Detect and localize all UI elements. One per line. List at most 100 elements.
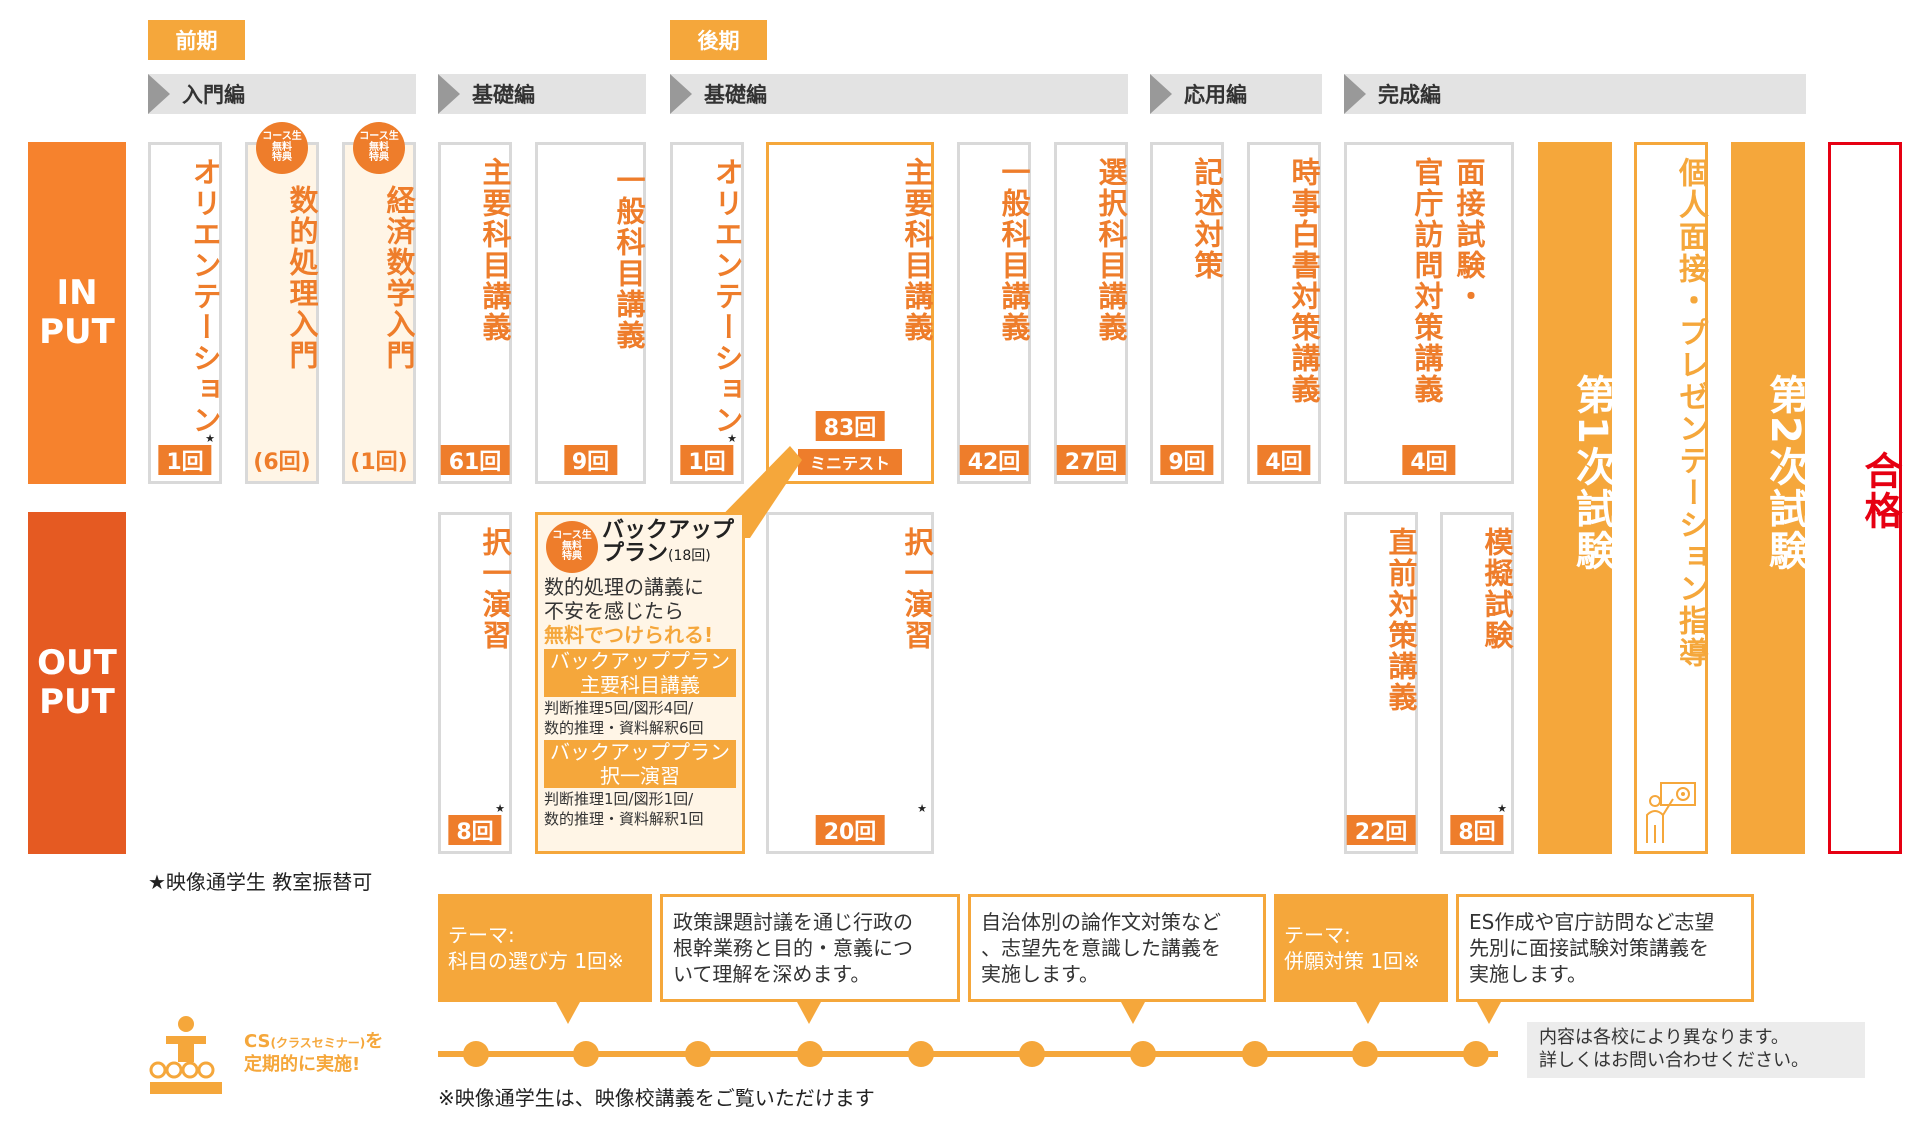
phase-basic-1: 基礎編 bbox=[438, 74, 646, 114]
seminar-topic-2: テーマ: 併願対策 1回※ bbox=[1274, 894, 1448, 1024]
input-title: 数的処理入門 bbox=[285, 185, 319, 371]
session-count: 4回 bbox=[1257, 445, 1311, 475]
phase-intro: 入門編 bbox=[148, 74, 416, 114]
phase-complete: 完成編 bbox=[1344, 74, 1806, 114]
session-count: (6回) bbox=[253, 450, 311, 475]
timeline-dot bbox=[573, 1041, 599, 1067]
plan-line: バックアッププラン bbox=[550, 649, 730, 674]
backup-title-line1: バックアップ bbox=[602, 518, 735, 543]
star-note: ★映像通学生 教室振替可 bbox=[148, 870, 373, 894]
session-count: 61回 bbox=[440, 445, 510, 475]
seminar-interview: ES作成や官庁訪問など志望 先別に面接試験対策講義を 実施します。 bbox=[1456, 894, 1754, 1024]
free-benefit-badge: コース生 無料 特典 bbox=[256, 122, 308, 174]
cs-line2: 定期的に実施! bbox=[244, 1054, 361, 1076]
seminar-line: 科目の選び方 1回※ bbox=[448, 949, 624, 973]
seminar-timeline bbox=[438, 1051, 1498, 1057]
input-row-label: IN PUT bbox=[28, 142, 126, 484]
seminar-line: ES作成や官庁訪問など志望 bbox=[1469, 910, 1715, 934]
input-title: 記述対策 bbox=[1190, 157, 1224, 281]
session-count: 22回 bbox=[1346, 815, 1416, 845]
plan-line: 主要科目講義 bbox=[580, 673, 700, 698]
session-count: 8回 bbox=[448, 815, 502, 845]
seminar-line: 政策課題討議を通じ行政の bbox=[673, 910, 913, 934]
term-first-label: 前期 bbox=[148, 20, 245, 60]
detail-line: 数的推理・資料解釈1回 bbox=[544, 809, 704, 828]
desc-highlight: 無料でつけられる! bbox=[544, 623, 714, 648]
plan-line: 択一演習 bbox=[600, 764, 680, 789]
input-title: 時事白書対策講義 bbox=[1287, 157, 1321, 405]
input-major-lecture-2: 主要科目講義 83回 ミニテスト bbox=[766, 142, 934, 484]
input-title: 一般科目講義 bbox=[997, 157, 1031, 343]
mini-test-label: ミニテスト bbox=[797, 449, 903, 475]
note-line: 詳しくはお問い合わせください。 bbox=[1539, 1050, 1809, 1072]
backup-plan-1: バックアッププラン 主要科目講義 bbox=[544, 649, 736, 698]
input-current-affairs: 時事白書対策講義 4回 bbox=[1247, 142, 1321, 484]
session-count: 9回 bbox=[563, 445, 618, 475]
plan-line: バックアッププラン bbox=[550, 740, 730, 765]
star-mark: ★ bbox=[917, 802, 927, 815]
free-benefit-badge: コース生 無料 特典 bbox=[353, 122, 405, 174]
input-elective-lecture: 選択科目講義 27回 bbox=[1054, 142, 1128, 484]
seminar-line: テーマ: bbox=[448, 923, 515, 947]
second-exam: 第2次試験 bbox=[1731, 142, 1808, 854]
backup-plan-1-detail: 判断推理5回/図形4回/ 数的推理・資料解釈6回 bbox=[544, 699, 736, 738]
interview-guidance: 個人面接・プレゼンテーション指導 bbox=[1634, 142, 1708, 854]
session-count: 1回 bbox=[158, 445, 212, 475]
timeline-dot bbox=[1463, 1041, 1489, 1067]
seminar-topic-1: テーマ: 科目の選び方 1回※ bbox=[438, 894, 652, 1024]
backup-description: 数的処理の講義に 不安を感じたら 無料でつけられる! bbox=[544, 575, 736, 647]
detail-line: 判断推理1回/図形1回/ bbox=[544, 790, 694, 809]
input-title: 選択科目講義 bbox=[1094, 157, 1128, 343]
input-orientation-2: オリエンテーション ★ 1回 bbox=[670, 142, 744, 484]
timeline-dot bbox=[463, 1041, 489, 1067]
seminar-line: 実施します。 bbox=[1469, 962, 1587, 986]
session-count: 83回 bbox=[815, 411, 885, 441]
timeline-dot bbox=[1130, 1041, 1156, 1067]
first-exam-label: 第1次試験 bbox=[1569, 374, 1615, 572]
second-exam-label: 第2次試験 bbox=[1762, 374, 1808, 572]
input-major-lecture-1: 主要科目講義 61回 bbox=[438, 142, 512, 484]
phase-applied: 応用編 bbox=[1150, 74, 1322, 114]
term-second-label: 後期 bbox=[670, 20, 767, 60]
detail-line: 判断推理5回/図形4回/ bbox=[544, 699, 694, 718]
session-count: 20回 bbox=[815, 815, 885, 845]
cs-full: (クラスセミナー) bbox=[270, 1036, 366, 1050]
star-mark: ★ bbox=[1497, 802, 1507, 815]
input-orientation-1: オリエンテーション ★ 1回 bbox=[148, 142, 222, 484]
session-count: 42回 bbox=[959, 445, 1029, 475]
output-title: 模擬試験 bbox=[1480, 527, 1514, 651]
seminar-line: 根幹業務と目的・意義につ bbox=[673, 936, 913, 960]
phase-basic-2: 基礎編 bbox=[670, 74, 1128, 114]
seminar-line: 併願対策 1回※ bbox=[1284, 949, 1420, 973]
session-count: (1回) bbox=[350, 450, 408, 475]
backup-count: (18回) bbox=[668, 548, 711, 565]
free-benefit-badge: コース生 無料 特典 bbox=[546, 521, 598, 573]
timeline-dot bbox=[1019, 1041, 1045, 1067]
output-title: 択一演習 bbox=[900, 527, 934, 651]
timeline-dot bbox=[1242, 1041, 1268, 1067]
pass: 合格 bbox=[1828, 142, 1902, 854]
star-mark: ★ bbox=[495, 802, 505, 815]
input-title: 経済数学入門 bbox=[382, 185, 416, 371]
input-numeric-intro: 数的処理入門 (6回) bbox=[245, 142, 319, 484]
class-seminar-icon bbox=[149, 1016, 222, 1094]
cs-particle: を bbox=[365, 1031, 384, 1052]
backup-plan-title: バックアップ プラン(18回) bbox=[602, 519, 736, 565]
session-count: 8回 bbox=[1450, 815, 1504, 845]
output-row-label: OUT PUT bbox=[28, 512, 126, 854]
star-mark: ★ bbox=[205, 432, 215, 445]
input-title: オリエンテーション bbox=[710, 157, 744, 436]
session-count: 27回 bbox=[1056, 445, 1126, 475]
seminar-policy: 政策課題討議を通じ行政の 根幹業務と目的・意義につ いて理解を深めます。 bbox=[660, 894, 960, 1024]
input-title: 主要科目講義 bbox=[900, 157, 934, 343]
desc-line: 数的処理の講義に bbox=[544, 575, 704, 600]
input-interview-prep: 面接試験・ 官庁訪問対策講義 4回 bbox=[1344, 142, 1514, 484]
output-practice-2: 択一演習 ★ 20回 bbox=[766, 512, 934, 854]
session-count: 4回 bbox=[1402, 445, 1456, 475]
seminar-line: 自治体別の論作文対策など bbox=[981, 910, 1221, 934]
input-title-part1: 面接試験・ bbox=[1452, 157, 1486, 312]
session-count: 9回 bbox=[1160, 445, 1214, 475]
input-general-lecture-2: 一般科目講義 42回 bbox=[957, 142, 1031, 484]
backup-plan-box: コース生 無料 特典 バックアップ プラン(18回) 数的処理の講義に 不安を感… bbox=[535, 512, 745, 854]
detail-line: 数的推理・資料解釈6回 bbox=[544, 718, 704, 737]
